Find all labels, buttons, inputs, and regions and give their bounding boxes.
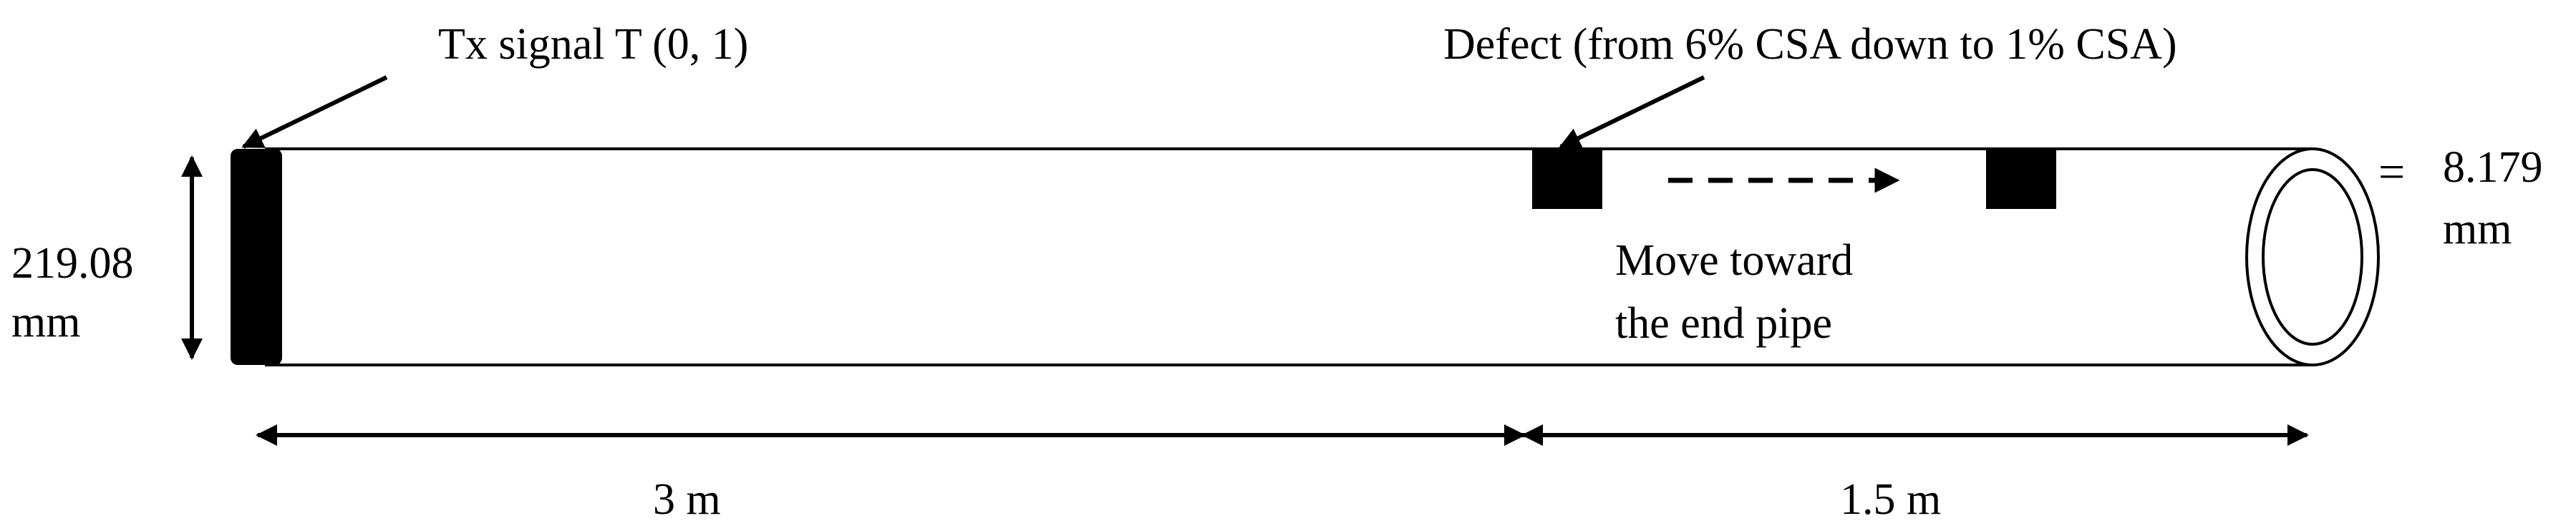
move-label-line2: the end pipe <box>1615 299 1832 348</box>
length-first-label: 3 m <box>653 475 721 524</box>
thickness-equals: = <box>2378 146 2405 198</box>
move-label-line1: Move toward <box>1615 236 1853 285</box>
thickness-value: 8.179 <box>2443 143 2543 192</box>
thickness-unit: mm <box>2443 205 2512 253</box>
defect-final <box>1986 150 2056 209</box>
defect-leader-arrow <box>1559 75 1705 149</box>
defect-label: Defect (from 6% CSA down to 1% CSA) <box>1443 20 2177 69</box>
length-second-label: 1.5 m <box>1840 475 1941 524</box>
tx-signal-label: Tx signal T (0, 1) <box>438 20 748 69</box>
diameter-unit: mm <box>11 298 80 346</box>
defect-initial <box>1532 150 1602 209</box>
pipe-end-inner-ring <box>2262 168 2363 346</box>
tx-leader-arrow <box>241 75 388 149</box>
transducer-ring <box>231 149 282 365</box>
diameter-value: 219.08 <box>11 239 134 288</box>
